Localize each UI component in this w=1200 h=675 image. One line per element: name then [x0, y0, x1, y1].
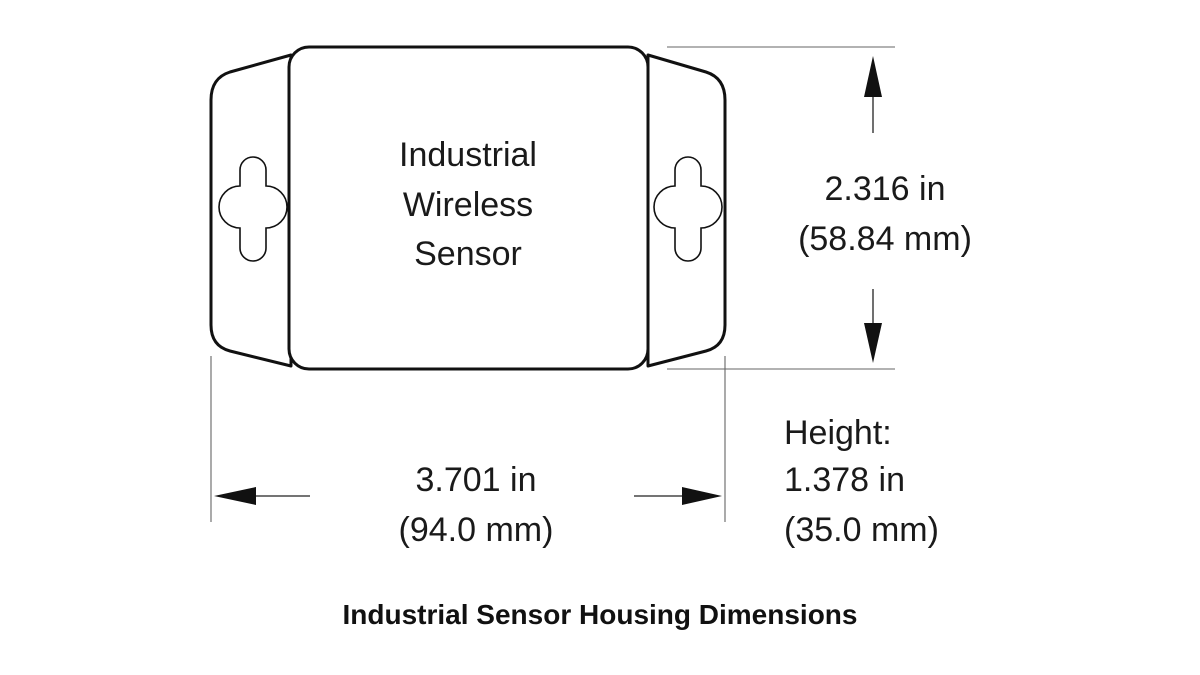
- device-label-line-3: Sensor: [414, 235, 522, 273]
- width-dimension-inch: 3.701 in: [416, 461, 537, 499]
- width-arrow-left: [214, 487, 256, 505]
- height-dimension-inch: 2.316 in: [825, 170, 946, 208]
- diagram-caption: Industrial Sensor Housing Dimensions: [343, 599, 858, 630]
- right-keyhole-slot: [653, 156, 723, 262]
- right-mounting-flange: [646, 53, 727, 368]
- width-dimension-mm: (94.0 mm): [399, 511, 554, 549]
- left-mounting-flange: [209, 53, 293, 368]
- device-label-line-2: Wireless: [403, 186, 533, 224]
- height-arrow-up: [864, 56, 882, 97]
- left-keyhole-slot: [218, 156, 288, 262]
- depth-dimension-mm: (35.0 mm): [784, 511, 939, 549]
- device-label-line-1: Industrial: [399, 136, 537, 174]
- sensor-body: [287, 45, 650, 371]
- height-dimension-mm: (58.84 mm): [798, 220, 972, 258]
- width-arrow-right: [682, 487, 722, 505]
- height-arrow-down: [864, 323, 882, 363]
- depth-dimension-inch: 1.378 in: [784, 461, 905, 499]
- depth-title: Height:: [784, 414, 892, 452]
